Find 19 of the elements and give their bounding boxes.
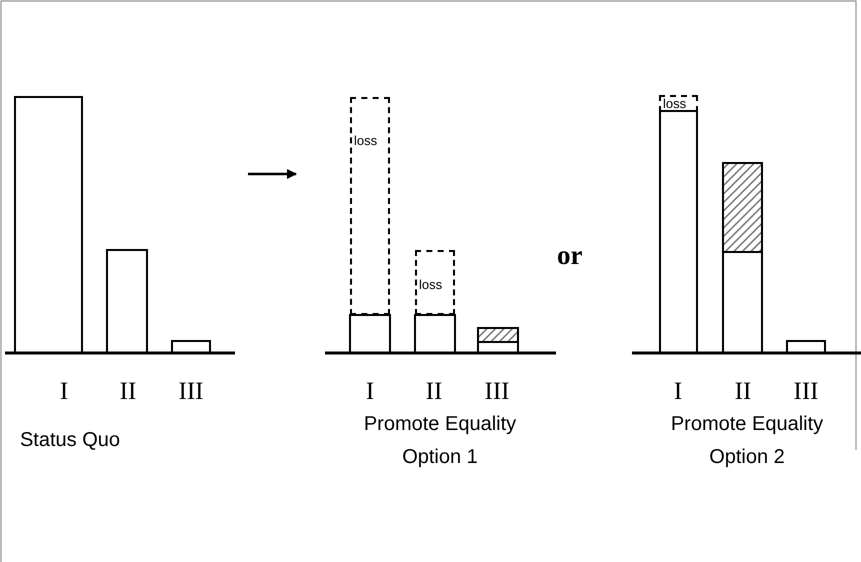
category-label: III — [178, 378, 204, 406]
category-label: I — [674, 378, 682, 406]
dashed-loss-box — [415, 250, 455, 315]
connector-word: or — [557, 240, 582, 271]
loss-label: loss — [354, 133, 378, 148]
panel-caption: Status Quo — [18, 428, 122, 453]
category-label: II — [426, 378, 442, 406]
loss-label: loss — [419, 277, 442, 292]
dashed-loss-box — [659, 95, 698, 112]
category-label: III — [484, 378, 510, 406]
category-label: I — [60, 378, 68, 406]
category-label: III — [794, 378, 818, 406]
panel-caption: Promote Equality Option 2 — [670, 412, 824, 470]
category-label: I — [366, 378, 374, 406]
loss-label: loss — [663, 96, 686, 111]
panel-caption: Promote Equality Option 1 — [362, 412, 518, 470]
category-label: II — [734, 378, 752, 406]
category-label: II — [120, 378, 136, 406]
dashed-loss-box — [350, 97, 390, 315]
